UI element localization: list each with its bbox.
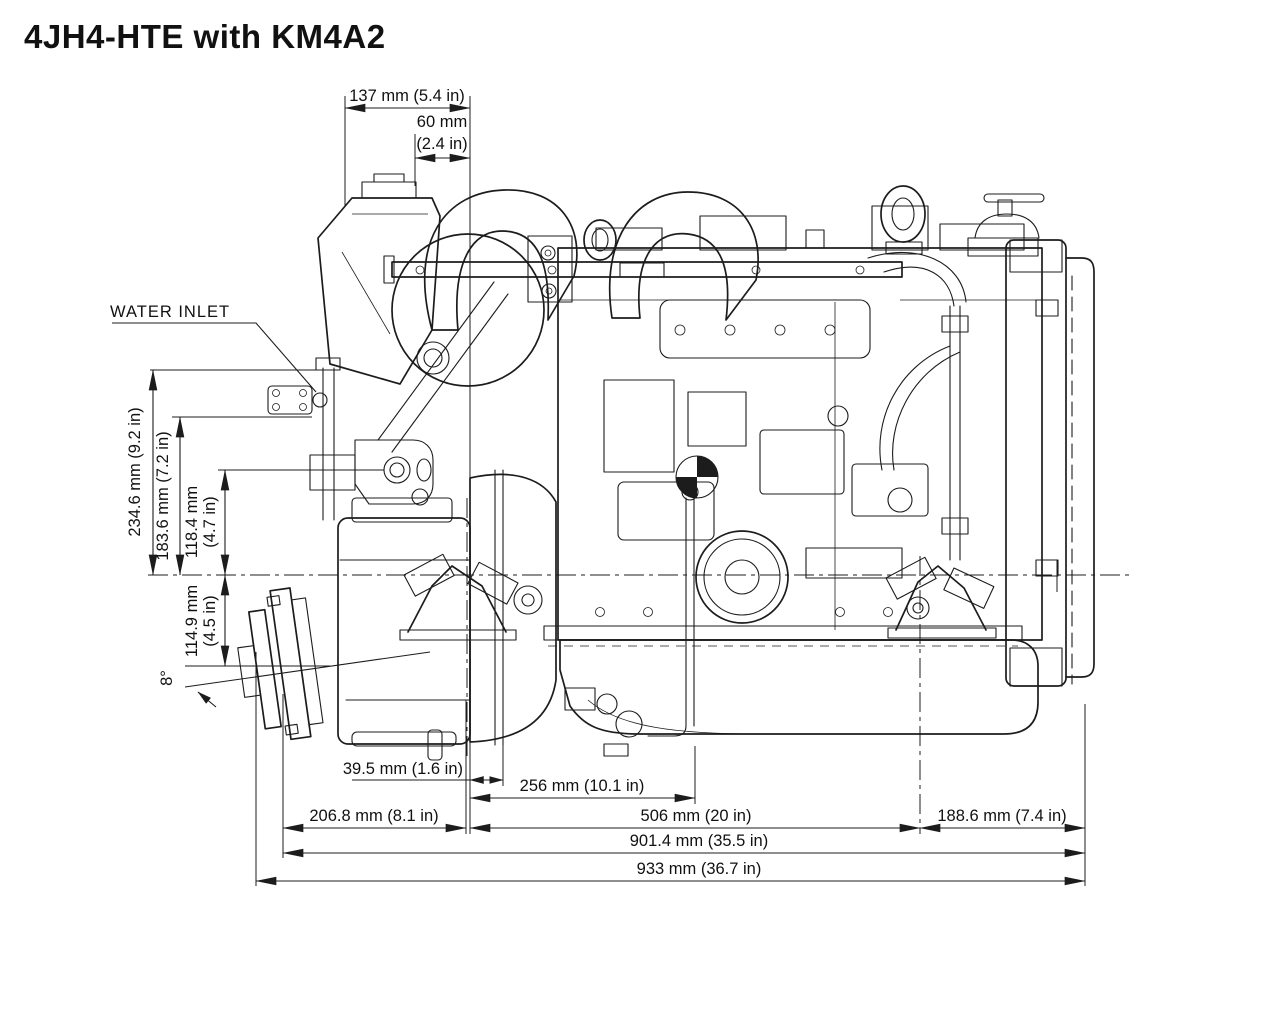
water-inlet-callout: WATER INLET (110, 303, 317, 393)
engine-mount-front (399, 553, 519, 641)
dim-left-234-6: 234.6 mm (9.2 in) (126, 369, 158, 576)
dim-bottom-901-4: 901.4 mm (35.5 in) (282, 832, 1086, 858)
dim-top-60-label: 60 mm (417, 113, 467, 131)
dim-top-60-label2: (2.4 in) (416, 135, 467, 153)
gearbox-output-flange (237, 587, 324, 741)
intake-silencer (317, 173, 441, 385)
dim-top-137-label: 137 mm (5.4 in) (349, 87, 465, 105)
heat-exchanger (967, 193, 1095, 687)
dim-left-183-6-label: 183.6 mm (7.2 in) (154, 431, 172, 560)
dim-top-60: 60 mm (2.4 in) (414, 113, 471, 163)
dim-left-118-4: 118.4 mm (4.7 in) (183, 469, 230, 576)
balance-point-symbol (675, 455, 719, 499)
dim-bottom-188-6: 188.6 mm (7.4 in) (919, 807, 1086, 833)
dim-angle-8-label: 8° (158, 670, 176, 686)
dim-top-137: 137 mm (5.4 in) (344, 87, 471, 113)
dimension-annotations: 137 mm (5.4 in) 60 mm (2.4 in) WATER INL… (110, 87, 1086, 886)
engine-drawing (148, 173, 1132, 761)
dim-left-114-9: 114.9 mm (4.5 in) (183, 574, 230, 667)
tie-bar (383, 255, 903, 284)
dim-left-114-9-label: 114.9 mm (183, 585, 201, 657)
dim-bottom-39-5-label: 39.5 mm (1.6 in) (343, 760, 463, 778)
dim-left-183-6: 183.6 mm (7.2 in) (154, 416, 185, 576)
crank-pulley (695, 530, 789, 624)
gearbox-km4a2 (309, 357, 471, 761)
dim-bottom-256: 256 mm (10.1 in) (469, 777, 696, 803)
crankshaft-centerline (148, 560, 1132, 592)
dim-left-114-9-label2: (4.5 in) (201, 595, 219, 646)
water-inlet-label: WATER INLET (110, 303, 230, 321)
dim-bottom-188-6-label: 188.6 mm (7.4 in) (937, 807, 1066, 825)
dim-bottom-901-4-label: 901.4 mm (35.5 in) (630, 832, 768, 850)
engine-block (527, 205, 1043, 641)
dim-bottom-506-label: 506 mm (20 in) (641, 807, 752, 825)
piping (647, 251, 969, 737)
engine-mount-rear (885, 556, 997, 639)
water-pump (354, 439, 434, 506)
dim-bottom-39-5: 39.5 mm (1.6 in) (343, 760, 504, 784)
dim-bottom-933-label: 933 mm (36.7 in) (637, 860, 762, 878)
oil-pan (543, 625, 1039, 757)
exhaust-elbows (377, 189, 759, 453)
lifting-eyes (583, 185, 926, 261)
dim-left-118-4-label: 118.4 mm (183, 486, 201, 558)
dim-angle-8: 8° (158, 651, 431, 708)
extension-lines (150, 96, 1086, 886)
dim-bottom-256-label: 256 mm (10.1 in) (520, 777, 645, 795)
dim-bottom-506: 506 mm (20 in) (469, 807, 921, 833)
dim-bottom-206-8: 206.8 mm (8.1 in) (282, 807, 467, 833)
water-inlet-flange (267, 385, 328, 415)
dim-left-234-6-label: 234.6 mm (9.2 in) (126, 407, 144, 536)
page-title: 4JH4-HTE with KM4A2 (24, 18, 386, 55)
dim-bottom-933: 933 mm (36.7 in) (255, 860, 1086, 886)
flywheel-housing (466, 469, 557, 758)
dim-bottom-206-8-label: 206.8 mm (8.1 in) (309, 807, 438, 825)
dim-left-118-4-label2: (4.7 in) (201, 496, 219, 547)
